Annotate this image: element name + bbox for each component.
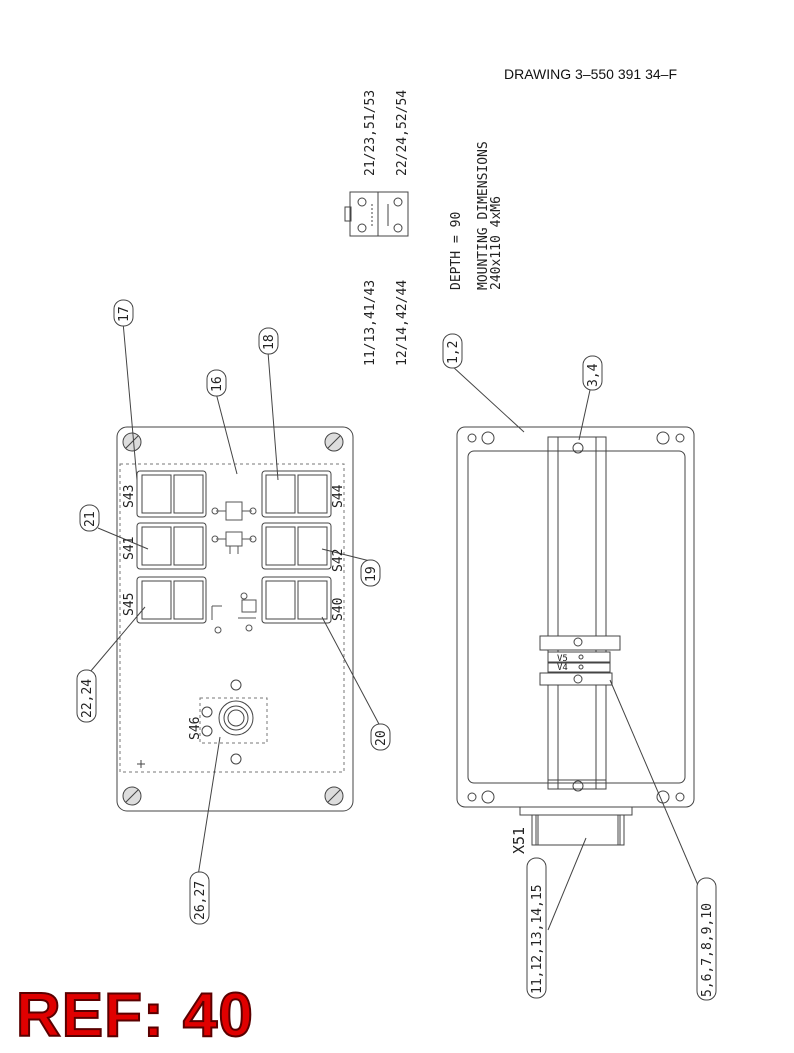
callout-11-15: 11,12,13,14,15	[530, 884, 545, 994]
callout-26-27: 26,27	[193, 881, 208, 920]
label-s42: S42	[331, 549, 346, 572]
rear-enclosure	[456, 426, 695, 808]
contact-symbol	[344, 191, 409, 237]
contact-no-bottom: 22/24,52/54	[395, 90, 410, 176]
callout-1-2: 1,2	[446, 341, 461, 364]
contact-nc-top: 11/13,41/43	[363, 280, 378, 366]
drawing-title: DRAWING 3–550 391 34–F	[504, 66, 678, 82]
switch-s44	[261, 470, 332, 518]
terminal-block	[539, 635, 621, 686]
symbol-icon	[211, 501, 257, 634]
connector-x51	[519, 806, 633, 846]
switch-s45	[136, 576, 207, 624]
mounting-values: 240x110 4xM6	[489, 196, 504, 290]
contact-nc-bottom: 12/14,42/44	[395, 280, 410, 366]
label-s44: S44	[331, 484, 346, 508]
label-s45: S45	[122, 593, 137, 616]
s46-housing	[199, 697, 268, 744]
callout-21: 21	[83, 511, 98, 527]
screw-icon	[122, 432, 344, 806]
switch-s40	[261, 576, 332, 624]
callout-19: 19	[364, 566, 379, 582]
indicator-v4: V4	[557, 663, 568, 673]
callout-20: 20	[374, 730, 389, 746]
ref-stamp: REF: 40	[15, 980, 254, 1051]
label-s41: S41	[122, 537, 137, 560]
switch-s42	[261, 522, 332, 570]
label-s46: S46	[188, 717, 203, 740]
callout-18: 18	[262, 334, 277, 350]
switch-s43	[136, 470, 207, 518]
indicator-v5: V5	[557, 654, 568, 664]
switch-s41	[136, 522, 207, 570]
callout-5-10: 5,6,7,8,9,10	[700, 903, 715, 997]
contact-no-top: 21/23,51/53	[363, 90, 378, 176]
mounting-title: MOUNTING DIMENSIONS	[476, 141, 491, 290]
front-panel-inner	[119, 463, 345, 773]
label-s43: S43	[122, 485, 137, 508]
callout-3-4: 3,4	[586, 363, 601, 387]
front-panel-enclosure	[116, 426, 354, 812]
din-rail	[547, 436, 607, 792]
knob-icon	[201, 679, 254, 765]
label-s40: S40	[331, 598, 346, 621]
callout-22-24: 22,24	[80, 679, 95, 718]
rear-inner	[467, 450, 686, 784]
callout-16: 16	[210, 376, 225, 392]
depth-note: DEPTH = 90	[449, 212, 464, 290]
connector-label: X51	[510, 827, 528, 854]
callout-17: 17	[117, 306, 132, 322]
